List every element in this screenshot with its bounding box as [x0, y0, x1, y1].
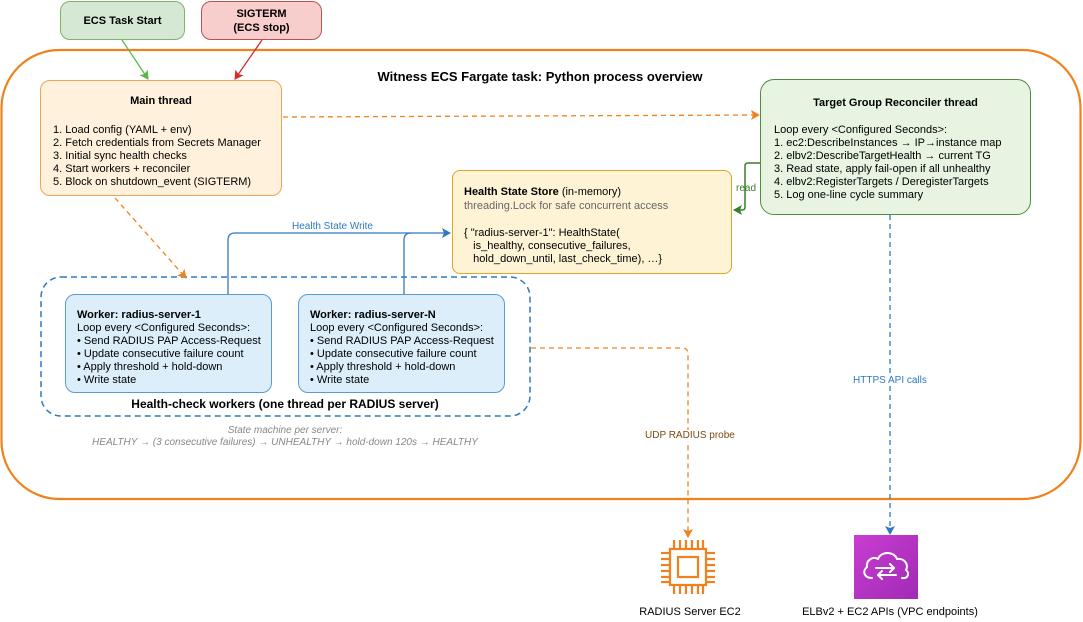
elb-apis-label: ELBv2 + EC2 APIs (VPC endpoints)	[802, 606, 978, 618]
health-store-line: { "radius-server-1": HealthState(	[464, 227, 620, 239]
worker-title: Worker: radius-server-N	[310, 309, 436, 321]
reconciler-steps: Loop every <Configured Seconds>: 1. ec2:…	[774, 124, 1001, 202]
main-thread-steps: 1. Load config (YAML + env) 2. Fetch cre…	[53, 124, 261, 189]
reconciler-node: Target Group Reconciler thread Loop ever…	[760, 79, 1031, 215]
radius-ec2-label: RADIUS Server EC2	[639, 606, 741, 618]
reconciler-title: Target Group Reconciler thread	[813, 97, 978, 109]
worker-line: • Write state	[310, 374, 370, 386]
health-state-store-node: Health State Store (in-memory) threading…	[452, 170, 732, 274]
worker-line: • Update consecutive failure count	[310, 348, 477, 360]
ecs-task-start-label: ECS Task Start	[83, 14, 162, 27]
udp-probe-arrow	[531, 347, 693, 538]
reconciler-step: Loop every <Configured Seconds>:	[774, 124, 948, 136]
health-store-title-bold: Health State Store	[464, 186, 559, 198]
reconciler-step: 4. elbv2:RegisterTargets / DeregisterTar…	[774, 176, 989, 188]
reconciler-step: 3. Read state, apply fail-open if all un…	[774, 163, 991, 175]
worker-line: Loop every <Configured Seconds>:	[77, 322, 251, 334]
main-step: 1. Load config (YAML + env)	[53, 124, 192, 136]
sigterm-node: SIGTERM (ECS stop)	[201, 1, 322, 40]
read-label: read	[736, 183, 757, 194]
worker-node-1: Worker: radius-server-1 Loop every <Conf…	[65, 294, 272, 393]
health-store-code: { "radius-server-1": HealthState( is_hea…	[464, 227, 662, 266]
worker-line: • Apply threshold + hold-down	[310, 361, 456, 373]
worker-body: Loop every <Configured Seconds>: • Send …	[77, 322, 261, 387]
state-machine-heading: State machine per server:	[227, 425, 343, 436]
sigterm-to-main-arrow	[234, 39, 263, 80]
worker-line: • Send RADIUS PAP Access-Request	[310, 335, 494, 347]
sigterm-sublabel: (ECS stop)	[233, 21, 290, 34]
health-store-line: hold_down_until, last_check_time), …}	[464, 253, 663, 265]
worker-line: • Write state	[77, 374, 137, 386]
sigterm-label: SIGTERM	[236, 7, 287, 20]
ec2-chip-icon	[661, 540, 715, 594]
main-step: 5. Block on shutdown_event (SIGTERM)	[53, 176, 252, 188]
main-step: 2. Fetch credentials from Secrets Manage…	[53, 137, 261, 149]
main-thread-node: Main thread 1. Load config (YAML + env) …	[40, 80, 282, 196]
ecs-task-start-node: ECS Task Start	[60, 1, 185, 40]
worker1-write-arrow	[227, 228, 451, 294]
main-step: 3. Initial sync health checks	[53, 150, 187, 162]
reconciler-step: 1. ec2:DescribeInstances → IP→instance m…	[774, 137, 1002, 149]
worker-line: • Update consecutive failure count	[77, 348, 244, 360]
worker-line: • Apply threshold + hold-down	[77, 361, 223, 373]
health-store-subtitle: threading.Lock for safe concurrent acces…	[464, 200, 669, 212]
elb-apis-node	[854, 535, 918, 599]
state-machine-flow: HEALTHY → (3 consecutive failures) → UNH…	[92, 437, 478, 448]
reconciler-read-arrow	[733, 162, 760, 215]
main-to-workers-arrow	[114, 197, 187, 279]
worker-title: Worker: radius-server-1	[77, 309, 201, 321]
main-thread-title: Main thread	[130, 95, 192, 107]
health-store-title-suffix: (in-memory)	[561, 186, 622, 198]
worker-line: • Send RADIUS PAP Access-Request	[77, 335, 261, 347]
state-machine-caption: State machine per server: HEALTHY → (3 c…	[40, 425, 530, 449]
worker-line: Loop every <Configured Seconds>:	[310, 322, 484, 334]
udp-radius-probe-label: UDP RADIUS probe	[645, 430, 735, 441]
main-to-reconciler-arrow	[282, 110, 760, 121]
reconciler-step: 2. elbv2:DescribeTargetHealth → current …	[774, 150, 991, 162]
task-container	[0, 48, 1082, 501]
reconciler-step: 5. Log one-line cycle summary	[774, 189, 924, 201]
https-api-calls-label: HTTPS API calls	[853, 375, 927, 386]
cloud-sync-icon	[863, 552, 910, 580]
workers-group-box	[40, 276, 531, 417]
workerN-write-arrow	[403, 232, 412, 294]
health-store-title: Health State Store (in-memory)	[464, 186, 621, 198]
container-title: Witness ECS Fargate task: Python process…	[377, 69, 703, 84]
health-store-line: is_healthy, consecutive_failures,	[464, 240, 631, 252]
start-to-main-arrow	[121, 39, 149, 80]
worker-body: Loop every <Configured Seconds>: • Send …	[310, 322, 494, 387]
main-step: 4. Start workers + reconciler	[53, 163, 191, 175]
workers-group-label: Health-check workers (one thread per RAD…	[131, 397, 439, 411]
worker-node-n: Worker: radius-server-N Loop every <Conf…	[298, 294, 505, 393]
health-state-write-label: Health State Write	[292, 221, 373, 232]
